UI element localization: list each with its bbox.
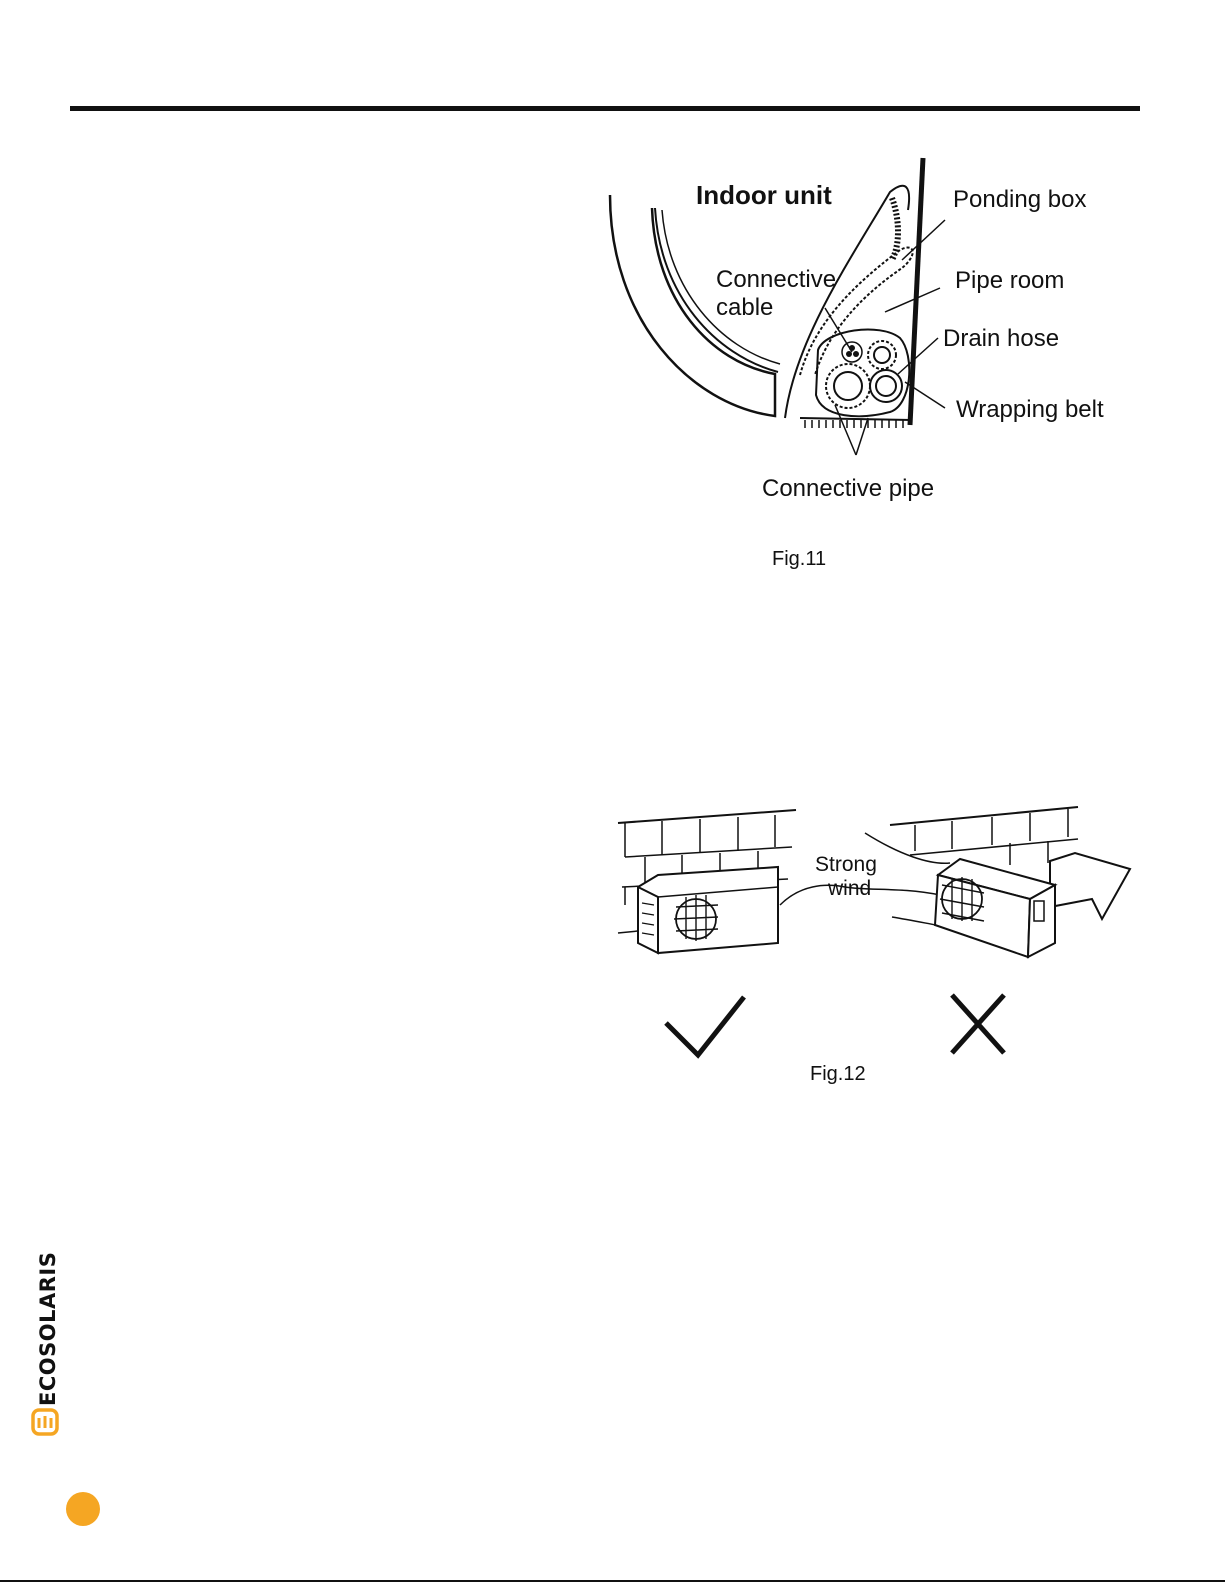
figure-11: Indoor unit Ponding box Pipe room Drain … bbox=[600, 150, 1140, 520]
label-drain-hose: Drain hose bbox=[943, 325, 1059, 352]
header-rule bbox=[70, 106, 1140, 111]
figure-12: Strong wind bbox=[610, 795, 1140, 1065]
label-ponding-box: Ponding box bbox=[953, 186, 1086, 213]
brand-name: ECOSOLARIS bbox=[31, 1266, 65, 1406]
label-connective-cable-line1: Connective bbox=[716, 266, 836, 293]
footer-rule bbox=[0, 1580, 1225, 1582]
label-connective-pipe: Connective pipe bbox=[762, 475, 934, 502]
figure-12-drawing: Strong wind bbox=[610, 795, 1140, 1065]
label-wrapping-belt: Wrapping belt bbox=[956, 396, 1104, 423]
fig11-caption: Fig.11 bbox=[772, 548, 826, 571]
fig11-title: Indoor unit bbox=[696, 180, 832, 210]
label-strong-wind-line1: Strong bbox=[815, 853, 877, 876]
label-connective-cable-line2: cable bbox=[716, 294, 773, 321]
figure-11-drawing: Indoor unit Ponding box Pipe room Drain … bbox=[600, 150, 1140, 520]
label-pipe-room: Pipe room bbox=[955, 267, 1064, 294]
page-number-badge bbox=[66, 1492, 100, 1526]
fig12-caption: Fig.12 bbox=[810, 1063, 866, 1086]
label-strong-wind-line2: wind bbox=[827, 877, 871, 900]
